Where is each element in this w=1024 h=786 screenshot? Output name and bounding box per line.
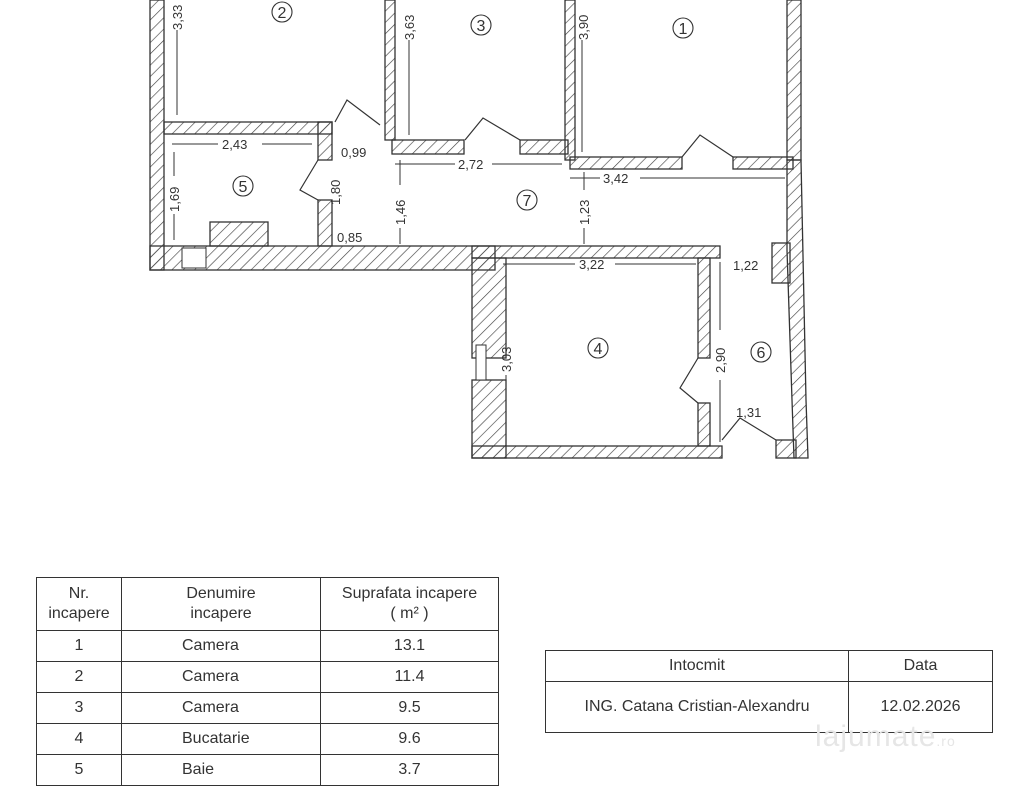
table-row: 2 Camera 11.4	[36, 661, 499, 693]
cell-area: 13.1	[320, 630, 499, 662]
author-table: Intocmit Data ING. Catana Cristian-Alexa…	[545, 650, 993, 733]
header-nr: Nr.incapere	[36, 577, 122, 631]
dimension-label: 1,69	[167, 187, 182, 212]
dimension-label: 3,63	[402, 15, 417, 40]
floor-plan: 3,33 3,63 3,90 2,43 0,99 2,72 3,42 1,69 …	[149, 0, 809, 459]
wall	[775, 439, 797, 459]
header-area: Suprafata incapere( m² )	[320, 577, 499, 631]
cell-area: 9.6	[320, 723, 499, 755]
document-date: 12.02.2026	[848, 681, 993, 733]
dimension-label: 0,85	[337, 230, 362, 245]
wall	[384, 0, 396, 141]
watermark-brand: lajumate	[815, 720, 937, 753]
wall	[569, 156, 683, 170]
room-number: 1	[679, 21, 688, 38]
dimension-label: 1,46	[393, 200, 408, 225]
wall	[471, 445, 723, 459]
dimension-label: 1,22	[733, 258, 758, 273]
header-date: Data	[848, 650, 993, 682]
door-swing	[464, 117, 521, 141]
dimension-label: 3,22	[579, 257, 604, 272]
table-row: 5 Baie 3.7	[36, 754, 499, 786]
dimension-label: 1,23	[577, 200, 592, 225]
dimension-label: 3,33	[170, 5, 185, 30]
cell-area: 11.4	[320, 661, 499, 693]
room-number: 4	[594, 341, 603, 358]
dimension-label: 1,31	[736, 405, 761, 420]
cell-name: Bucatarie	[121, 723, 321, 755]
cell-nr: 5	[36, 754, 122, 786]
author-name: ING. Catana Cristian-Alexandru	[545, 681, 849, 733]
watermark-logo: lajumate.ro	[815, 720, 956, 754]
door-swing	[681, 134, 734, 158]
dimension-label: 3,42	[603, 171, 628, 186]
wall	[471, 245, 721, 259]
dimension-label: 2,43	[222, 137, 247, 152]
wall	[149, 245, 496, 271]
cell-nr: 4	[36, 723, 122, 755]
dimension-label: 2,90	[713, 348, 728, 373]
wall	[317, 199, 333, 247]
wall	[471, 257, 507, 359]
cell-name: Camera	[121, 630, 321, 662]
cell-nr: 1	[36, 630, 122, 662]
room-number: 7	[523, 193, 532, 210]
window	[181, 247, 207, 269]
cell-area: 9.5	[320, 692, 499, 724]
wall	[149, 0, 165, 271]
wall	[786, 0, 802, 161]
window	[475, 344, 487, 381]
door-swing	[679, 357, 699, 404]
door-swing	[299, 159, 319, 201]
table-row: ING. Catana Cristian-Alexandru 12.02.202…	[545, 681, 993, 733]
dimension-label: 3,90	[576, 15, 591, 40]
wall	[519, 139, 569, 155]
wall	[771, 242, 791, 284]
header-author: Intocmit	[545, 650, 849, 682]
wall	[391, 139, 465, 155]
table-header-row: Intocmit Data	[545, 650, 993, 682]
cell-nr: 3	[36, 692, 122, 724]
room-number: 6	[757, 345, 766, 362]
wall	[732, 156, 794, 170]
table-row: 1 Camera 13.1	[36, 630, 499, 662]
cell-name: Camera	[121, 692, 321, 724]
dimension-label: 3,03	[499, 347, 514, 372]
dimension-label: 2,72	[458, 157, 483, 172]
wall	[697, 402, 711, 447]
cell-area: 3.7	[320, 754, 499, 786]
cell-name: Baie	[121, 754, 321, 786]
dimension-label: 1,80	[328, 180, 343, 205]
wall	[317, 121, 333, 161]
room-number: 3	[477, 18, 486, 35]
cell-name: Camera	[121, 661, 321, 693]
table-row: 3 Camera 9.5	[36, 692, 499, 724]
fixture	[209, 221, 269, 247]
cell-nr: 2	[36, 661, 122, 693]
door-swing	[334, 99, 381, 126]
wall	[471, 379, 507, 459]
room-number: 2	[278, 5, 287, 22]
wall	[697, 257, 711, 359]
dimension-label: 0,99	[341, 145, 366, 160]
wall	[564, 0, 576, 161]
watermark-tld: .ro	[936, 733, 956, 749]
wall	[786, 159, 809, 459]
door-swing	[721, 417, 777, 441]
wall	[163, 121, 333, 135]
table-row: 4 Bucatarie 9.6	[36, 723, 499, 755]
room-number: 5	[239, 179, 248, 196]
